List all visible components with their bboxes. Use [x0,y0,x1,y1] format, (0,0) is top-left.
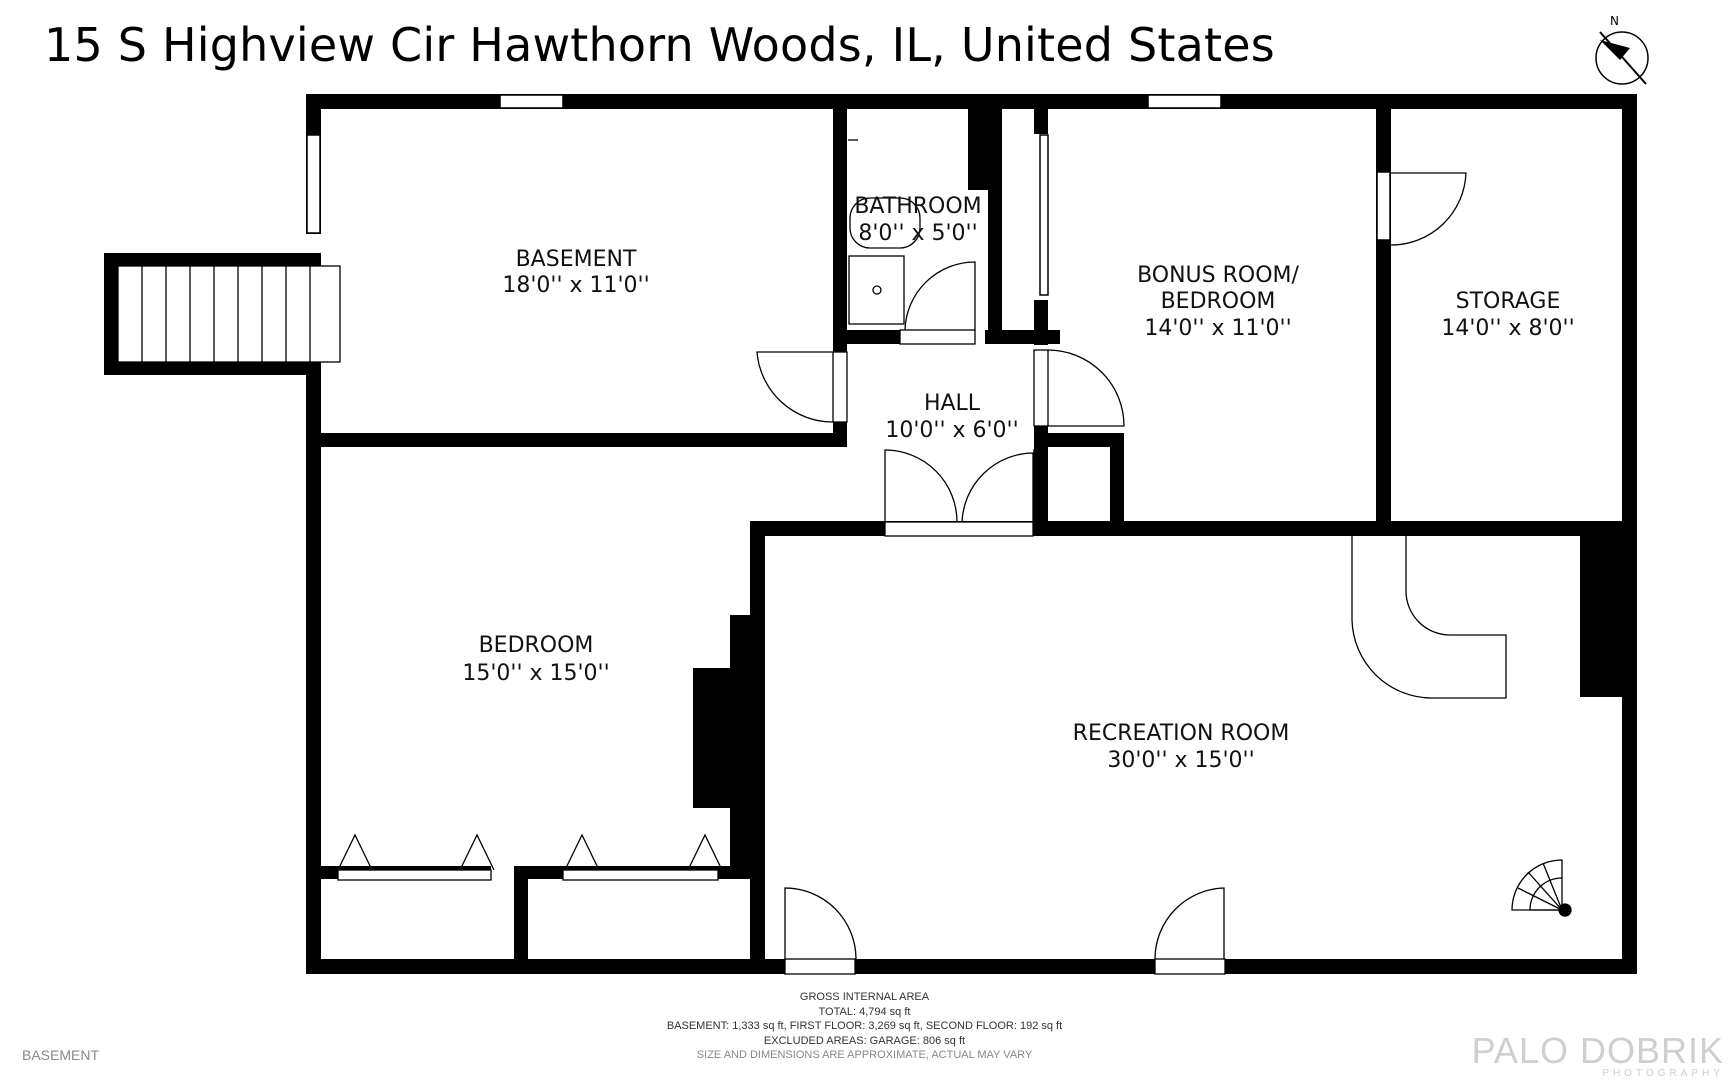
closet-door-folds [337,833,723,871]
room-name-bonus-line2: BEDROOM [1161,289,1276,314]
wall-rec-left [750,521,765,974]
wall-rec-chase [1580,521,1637,697]
wall-basement-right-low [833,420,847,447]
door-bonus-opening [1033,349,1049,427]
door-rec-left-opening [784,958,856,975]
wall-bath-bottom2 [985,330,1060,344]
wall-hall-right [1034,420,1048,530]
door-basement-opening [832,351,848,423]
area-heading: GROSS INTERNAL AREA [799,991,930,1003]
wall-hall-box-right [1110,433,1124,525]
room-dims-basement: 18'0'' x 11'0'' [502,273,649,298]
room-name-storage: STORAGE [1456,289,1561,314]
wall-stair-top [104,253,321,266]
room-dims-storage: 14'0'' x 8'0'' [1441,316,1574,341]
wall-rec-top [750,521,1637,536]
door-basement-swing [756,351,834,423]
room-dims-hall: 10'0'' x 6'0'' [885,418,1018,443]
closet-door-left [337,869,492,881]
wall-fireplace [693,668,738,808]
sink-drain [872,285,882,295]
compass-icon: N [1595,14,1649,85]
toilet [849,197,921,249]
wall-bonus-left-low [1034,300,1048,345]
door-bath-swing [904,261,976,331]
door-hall-opening [884,521,1034,537]
door-bonus-swing [1047,349,1125,427]
door-rec-right-opening [1154,958,1226,975]
area-disclaimer: SIZE AND DIMENSIONS ARE APPROXIMATE, ACT… [696,1049,1033,1061]
room-name-recreation: RECREATION ROOM [1073,721,1290,746]
area-summary: GROSS INTERNAL AREA TOTAL: 4,794 sq ft B… [0,990,1729,1063]
wall-basement-bottom [306,433,846,447]
room-name-bathroom: BATHROOM [854,194,981,219]
door-storage-swing [1390,172,1467,246]
room-name-bonus-line1: BONUS ROOM/ [1137,263,1299,288]
wall-bonus-left [1034,94,1048,134]
stairs [117,265,341,363]
door-hall-swing-right [961,452,1034,523]
logo-main-text: PALO DOBRIK [1471,1030,1724,1071]
area-breakdown: BASEMENT: 1,333 sq ft, FIRST FLOOR: 3,26… [666,1020,1063,1032]
window-basement-top [499,94,564,109]
room-dims-recreation: 30'0'' x 15'0'' [1107,748,1254,773]
wall-closet-divider [514,866,528,974]
logo-sub-text: PHOTOGRAPHY [1602,1068,1724,1079]
area-excluded: EXCLUDED AREAS: GARAGE: 806 sq ft [763,1034,966,1047]
room-dims-bedroom: 15'0'' x 15'0'' [462,661,609,686]
compass-north-label: N [1610,14,1619,28]
wall-basement-right [833,94,847,354]
wall-hall-box-top [1034,433,1124,447]
room-name-basement: BASEMENT [516,247,637,272]
floor-label: BASEMENT [22,1047,100,1063]
sink-counter [848,255,905,325]
room-labels: BASEMENT 18'0'' x 11'0'' BATHROOM 8'0'' … [462,194,1574,773]
room-name-hall: HALL [924,391,981,416]
window-bonus-top [1147,94,1222,109]
windows [306,94,1391,296]
brand-logo: PALO DOBRIK PHOTOGRAPHY [1472,1030,1728,1080]
area-total: TOTAL: 4,794 sq ft [818,1005,911,1018]
wall-bottom [306,959,1637,974]
closet-door-right [562,869,719,881]
doors [337,172,1467,975]
wall-left-lower [306,372,321,974]
door-hall-swing-left [884,449,958,523]
wall-stair-left [104,253,118,375]
window-bonus-left [1039,134,1049,296]
page-title: 15 S Highview Cir Hawthorn Woods, IL, Un… [44,18,1275,72]
door-rec-left-swing [784,887,857,960]
wall-bonus-storage [1376,94,1391,524]
window-basement-left [306,134,321,234]
room-dims-bathroom: 8'0'' x 5'0'' [858,221,977,246]
bar-counter [1351,536,1507,699]
window-storage-left [1376,171,1391,241]
room-dims-bonus: 14'0'' x 11'0'' [1144,316,1291,341]
door-bath-opening [899,329,976,345]
fixtures [117,139,1572,917]
door-rec-right-swing [1154,887,1225,960]
room-name-bedroom: BEDROOM [479,633,594,658]
wall-stair-bottom [104,362,321,375]
wall-bath-right [988,94,1002,339]
spiral-stair [1511,859,1572,917]
door-hall-right-frame [1033,449,1044,523]
